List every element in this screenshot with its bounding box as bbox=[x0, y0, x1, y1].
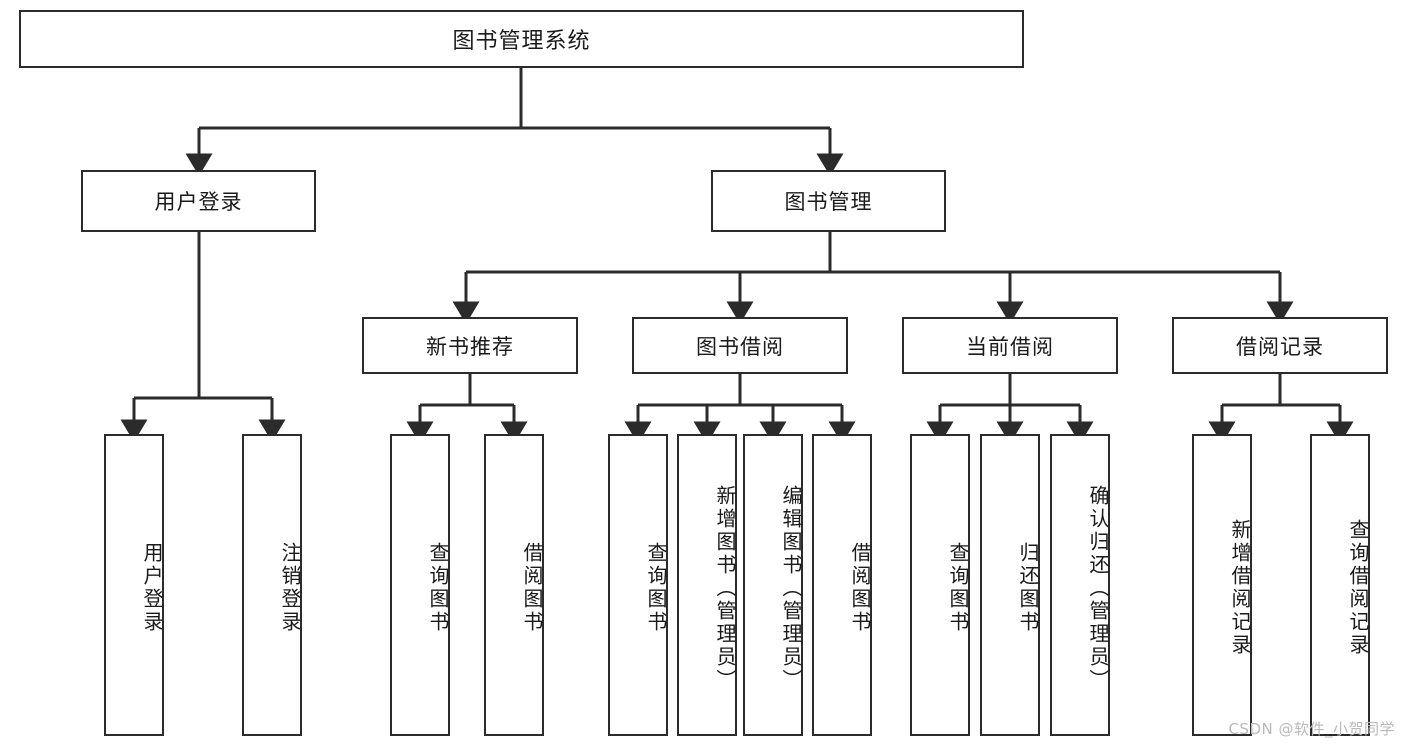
watermark: CSDN @软件_小贺同学 bbox=[1228, 720, 1395, 738]
leaf-user-login-login[interactable]: 用户登录 bbox=[104, 434, 164, 736]
leaf-book-borrow-add[interactable]: 新增图书（管理员） bbox=[677, 434, 737, 736]
node-book-management-label: 图书管理 bbox=[784, 190, 873, 214]
leaf-label: 确认归还（管理员） bbox=[1086, 484, 1110, 692]
node-new-book-recommend[interactable]: 新书推荐 bbox=[362, 317, 578, 374]
leaf-label: 注销登录 bbox=[278, 542, 302, 634]
node-book-borrow[interactable]: 图书借阅 bbox=[632, 317, 848, 374]
leaf-label: 借阅图书 bbox=[848, 542, 872, 634]
leaf-label: 用户登录 bbox=[140, 542, 164, 634]
leaf-label: 查询借阅记录 bbox=[1346, 519, 1370, 657]
leaf-new-book-query[interactable]: 查询图书 bbox=[390, 434, 450, 736]
leaf-label: 查询图书 bbox=[644, 542, 668, 634]
leaf-label: 新增图书（管理员） bbox=[713, 484, 737, 692]
leaf-label: 查询图书 bbox=[946, 542, 970, 634]
leaf-new-book-borrow[interactable]: 借阅图书 bbox=[484, 434, 544, 736]
node-user-login-label: 用户登录 bbox=[154, 190, 243, 214]
leaf-label: 编辑图书（管理员） bbox=[779, 484, 803, 692]
node-book-borrow-label: 图书借阅 bbox=[696, 334, 784, 359]
leaf-book-borrow-edit[interactable]: 编辑图书（管理员） bbox=[743, 434, 803, 736]
leaf-label: 新增借阅记录 bbox=[1228, 519, 1252, 657]
node-root[interactable]: 图书管理系统 bbox=[19, 10, 1024, 68]
leaf-book-borrow-borrow[interactable]: 借阅图书 bbox=[812, 434, 872, 736]
node-current-borrow-label: 当前借阅 bbox=[966, 334, 1054, 359]
node-user-login[interactable]: 用户登录 bbox=[81, 170, 316, 232]
leaf-current-borrow-query[interactable]: 查询图书 bbox=[910, 434, 970, 736]
node-book-management[interactable]: 图书管理 bbox=[711, 170, 946, 232]
leaf-user-login-logout[interactable]: 注销登录 bbox=[242, 434, 302, 736]
leaf-book-borrow-query[interactable]: 查询图书 bbox=[608, 434, 668, 736]
node-borrow-records-label: 借阅记录 bbox=[1236, 334, 1324, 359]
node-root-label: 图书管理系统 bbox=[452, 29, 591, 54]
leaf-label: 查询图书 bbox=[426, 542, 450, 634]
node-new-book-recommend-label: 新书推荐 bbox=[426, 334, 514, 359]
leaf-borrow-record-query[interactable]: 查询借阅记录 bbox=[1310, 434, 1370, 736]
node-current-borrow[interactable]: 当前借阅 bbox=[902, 317, 1118, 374]
leaf-borrow-record-add[interactable]: 新增借阅记录 bbox=[1192, 434, 1252, 736]
leaf-label: 归还图书 bbox=[1016, 542, 1040, 634]
node-borrow-records[interactable]: 借阅记录 bbox=[1172, 317, 1388, 374]
leaf-current-borrow-return[interactable]: 归还图书 bbox=[980, 434, 1040, 736]
leaf-label: 借阅图书 bbox=[520, 542, 544, 634]
leaf-current-borrow-confirm[interactable]: 确认归还（管理员） bbox=[1050, 434, 1110, 736]
